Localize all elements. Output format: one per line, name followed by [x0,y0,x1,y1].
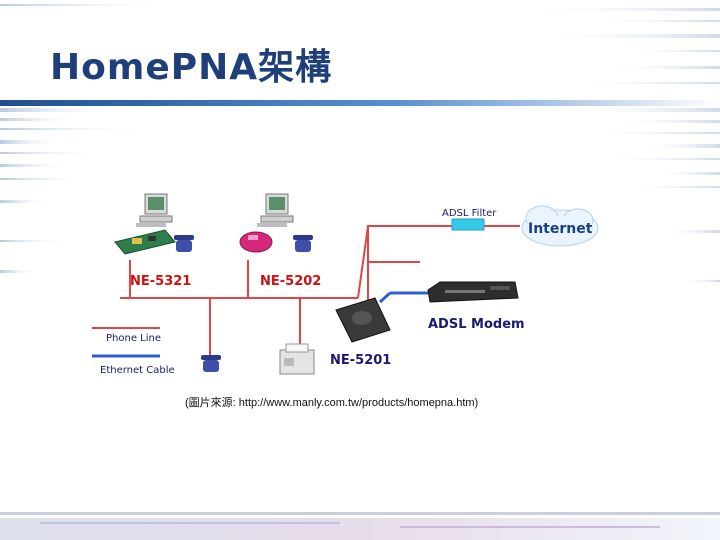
image-source-caption: (圖片來源: http://www.manly.com.tw/products/… [185,397,479,409]
computer-icon [257,193,294,227]
phone-line-wiring [120,225,520,355]
ne5321-label: NE-5321 [130,274,191,289]
gateway-device-icon [335,297,391,343]
adsl-filter [451,218,485,231]
internet-label: Internet [528,221,593,237]
title-divider [0,100,720,106]
adsl-filter-label: ADSL Filter [442,208,497,219]
page-title: HomePNA架構 [50,47,333,88]
computer-icon [136,193,173,227]
internet-cloud-icon [521,205,599,247]
network-diagram: ADSL Filter Internet [90,190,602,382]
ne5201-label: NE-5201 [330,353,391,368]
fax-machine-icon [279,343,315,375]
network-diagram-svg: ADSL Filter Internet [92,193,599,376]
telephone-icon [174,235,194,252]
telephone-icon [293,235,313,252]
legend-phone-line-label: Phone Line [106,333,161,344]
legend: Phone Line Ethernet Cable [92,327,175,376]
adsl-modem-label: ADSL Modem [428,317,525,332]
ne5202-label: NE-5202 [260,274,321,289]
usb-adapter-icon [239,231,273,253]
adsl-modem-icon [427,281,519,303]
legend-ethernet-label: Ethernet Cable [100,365,175,376]
network-card-icon [114,229,176,255]
telephone-icon [201,355,221,372]
ethernet-cable-wiring [378,291,428,304]
bottom-decoration [0,512,720,540]
